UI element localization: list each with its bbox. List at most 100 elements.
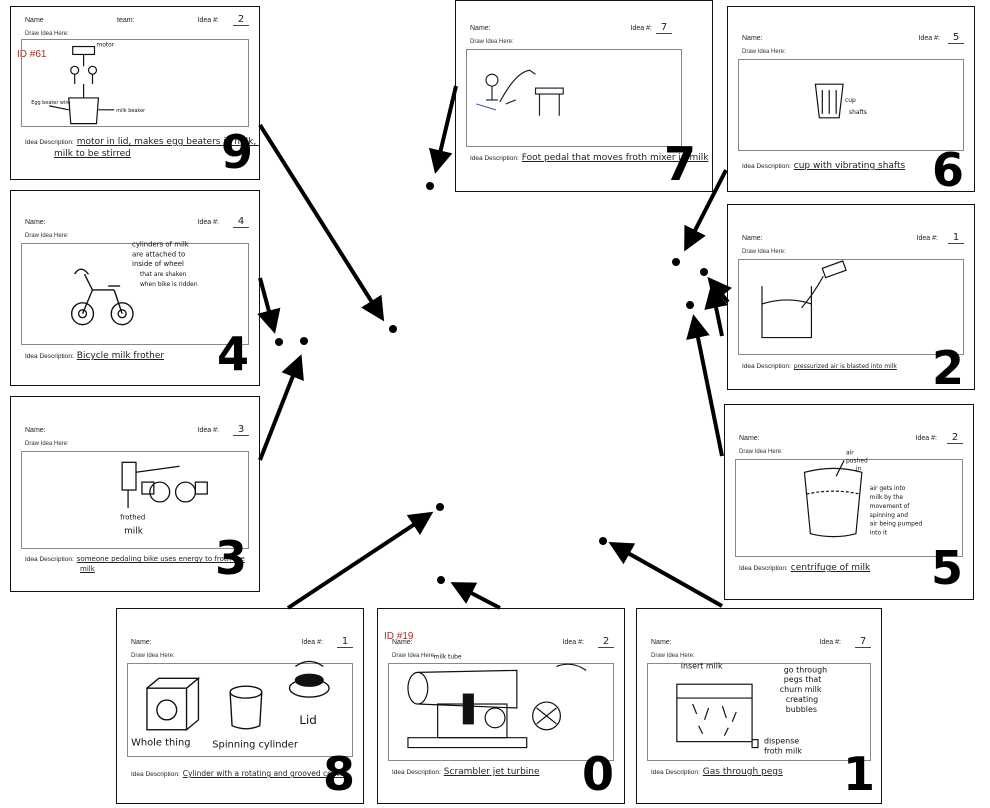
draw-label: Draw Idea Here: xyxy=(25,441,69,447)
idea-number-value: 5 xyxy=(948,32,964,44)
name-label: Name: xyxy=(25,427,46,434)
sketch-rotating-cylinder: Lid Whole thing Spinning cylinder xyxy=(131,660,330,751)
idea-number-value: 7 xyxy=(656,22,672,34)
draw-label: Draw Idea Here: xyxy=(392,653,436,659)
draw-label: Draw Idea Here: xyxy=(25,31,69,37)
sketch-note-line7: dispense xyxy=(764,737,799,746)
sketch-note-line2: are attached to xyxy=(132,250,185,258)
description-label: Idea Description: xyxy=(739,565,788,572)
point-8 xyxy=(436,503,444,511)
sketch-note-milk: milk xyxy=(124,527,144,537)
arrow-0 xyxy=(450,582,501,610)
idea-number-label: Idea #: xyxy=(562,639,584,646)
idea-number-value: 1 xyxy=(337,636,353,648)
sketch-note-cup: cup xyxy=(845,97,856,104)
description-value: someone pedaling bike uses energy to fro… xyxy=(76,555,245,563)
sketch-note-line8: froth milk xyxy=(764,747,802,756)
idea-number-value: 7 xyxy=(855,636,871,648)
sketch-foot-pedal-mixer xyxy=(475,69,564,116)
name-label: Name: xyxy=(651,639,672,646)
drawing-area xyxy=(127,663,353,757)
name-label: Name: xyxy=(742,235,763,242)
description-value: Foot pedal that moves froth mixer in mil… xyxy=(521,153,709,163)
idea-card-9: Name team: Idea #: 2 Draw Idea Here: ID … xyxy=(10,6,260,180)
sketch-centrifuge: air pushed in air gets into milk by the … xyxy=(803,449,923,538)
description-label: Idea Description: xyxy=(131,771,180,778)
name-label: Name: xyxy=(739,435,760,442)
draw-label: Draw Idea Here: xyxy=(25,233,69,239)
sketch-note-line5: when bike is ridden xyxy=(140,281,198,288)
idea-number-label: Idea #: xyxy=(197,427,219,434)
name-label: Name: xyxy=(131,639,152,646)
idea-number-label: Idea #: xyxy=(630,25,652,32)
idea-number-label: Idea #: xyxy=(916,235,938,242)
draw-label: Draw Idea Here: xyxy=(739,449,783,455)
sketch-note-line3: inside of wheel xyxy=(132,260,184,268)
arrow-8 xyxy=(286,511,434,610)
description-label: Idea Description: xyxy=(25,353,74,360)
description-value: Scrambler jet turbine xyxy=(443,767,540,777)
point-0 xyxy=(437,576,445,584)
sketch-motor-lid-egg-beater: motor Egg beater wire milk beaker xyxy=(31,42,146,125)
description-value: Cylinder with a rotating and grooved cen… xyxy=(182,769,348,778)
sketch-note-line5: milk by the xyxy=(870,494,904,501)
drawing-area xyxy=(21,39,249,127)
drawing-area xyxy=(647,663,871,761)
drawing-area xyxy=(738,259,964,355)
point-5 xyxy=(686,301,694,309)
sketch-bicycle-frother: cylinders of milk are attached to inside… xyxy=(70,240,198,326)
description-label: Idea Description: xyxy=(470,155,519,162)
description-label: Idea Description: xyxy=(25,556,74,563)
idea-number-value: 2 xyxy=(947,432,963,444)
draw-label: Draw Idea Here: xyxy=(470,39,514,45)
point-6 xyxy=(672,258,680,266)
card-number: 4 xyxy=(217,327,250,381)
sketch-note-line8: air being pumped xyxy=(870,521,923,528)
sketch-pressurized-air xyxy=(761,260,847,339)
idea-description: Idea Description:pressurized air is blas… xyxy=(742,363,897,370)
point-1 xyxy=(599,537,607,545)
idea-card-3: Name: Idea #: 3 Draw Idea Here: frothed … xyxy=(10,396,260,592)
sketch-jet-turbine: milk tube xyxy=(407,653,587,749)
idea-card-7: Name: Idea #: 7 Draw Idea Here: Idea Des… xyxy=(455,0,713,192)
sketch-note-pushed: pushed xyxy=(846,457,868,464)
idea-number-value: 2 xyxy=(233,14,249,26)
sketch-note-air: air xyxy=(846,449,854,456)
sketch-note-line6: bubbles xyxy=(786,705,817,714)
draw-label: Draw Idea Here: xyxy=(131,653,175,659)
draw-label: Draw Idea Here: xyxy=(742,49,786,55)
idea-number-value: 3 xyxy=(233,424,249,436)
idea-number-label: Idea #: xyxy=(197,219,219,226)
sketch-note-line4: churn milk xyxy=(780,685,822,694)
sketch-note-spinning-cylinder: Spinning cylinder xyxy=(212,740,299,751)
draw-label: Draw Idea Here: xyxy=(742,249,786,255)
description-value-line2: milk xyxy=(80,565,95,573)
description-value: cup with vibrating shafts xyxy=(793,161,906,171)
idea-number-label: Idea #: xyxy=(301,639,323,646)
sketch-note-line6: movement of xyxy=(870,503,911,510)
card-number: 0 xyxy=(582,747,615,801)
idea-card-8: Name: Idea #: 1 Draw Idea Here: Lid Whol… xyxy=(116,608,364,804)
idea-description: Idea Description:someone pedaling bike u… xyxy=(25,555,245,563)
card-number: 9 xyxy=(221,125,254,179)
name-label: Name: xyxy=(470,25,491,32)
id-tag: ID #61 xyxy=(17,49,47,60)
sketch-note-lid: Lid xyxy=(299,713,316,727)
sketch-note-whole-thing: Whole thing xyxy=(131,738,190,749)
sketch-note-line7: spinning and xyxy=(870,512,908,519)
sketch-note-egg-beater: Egg beater wire xyxy=(31,100,70,106)
idea-number-value: 4 xyxy=(233,216,249,228)
sketch-note-milk-beaker: milk beaker xyxy=(116,108,146,114)
description-label: Idea Description: xyxy=(742,363,791,370)
card-number: 3 xyxy=(215,531,248,585)
description-label: Idea Description: xyxy=(392,769,441,776)
arrow-5 xyxy=(686,314,724,457)
card-number: 8 xyxy=(323,747,356,801)
description-value: motor in lid, makes egg beaters in milk,… xyxy=(76,137,259,147)
sketch-note-motor: motor xyxy=(96,42,114,49)
sketch-note-shafts: shafts xyxy=(849,109,867,116)
sketch-note-frothed: frothed xyxy=(120,514,145,522)
idea-card-5: Name: Idea #: 2 Draw Idea Here: air push… xyxy=(724,404,974,600)
drawing-area xyxy=(466,49,682,147)
name-label: Name: xyxy=(25,219,46,226)
